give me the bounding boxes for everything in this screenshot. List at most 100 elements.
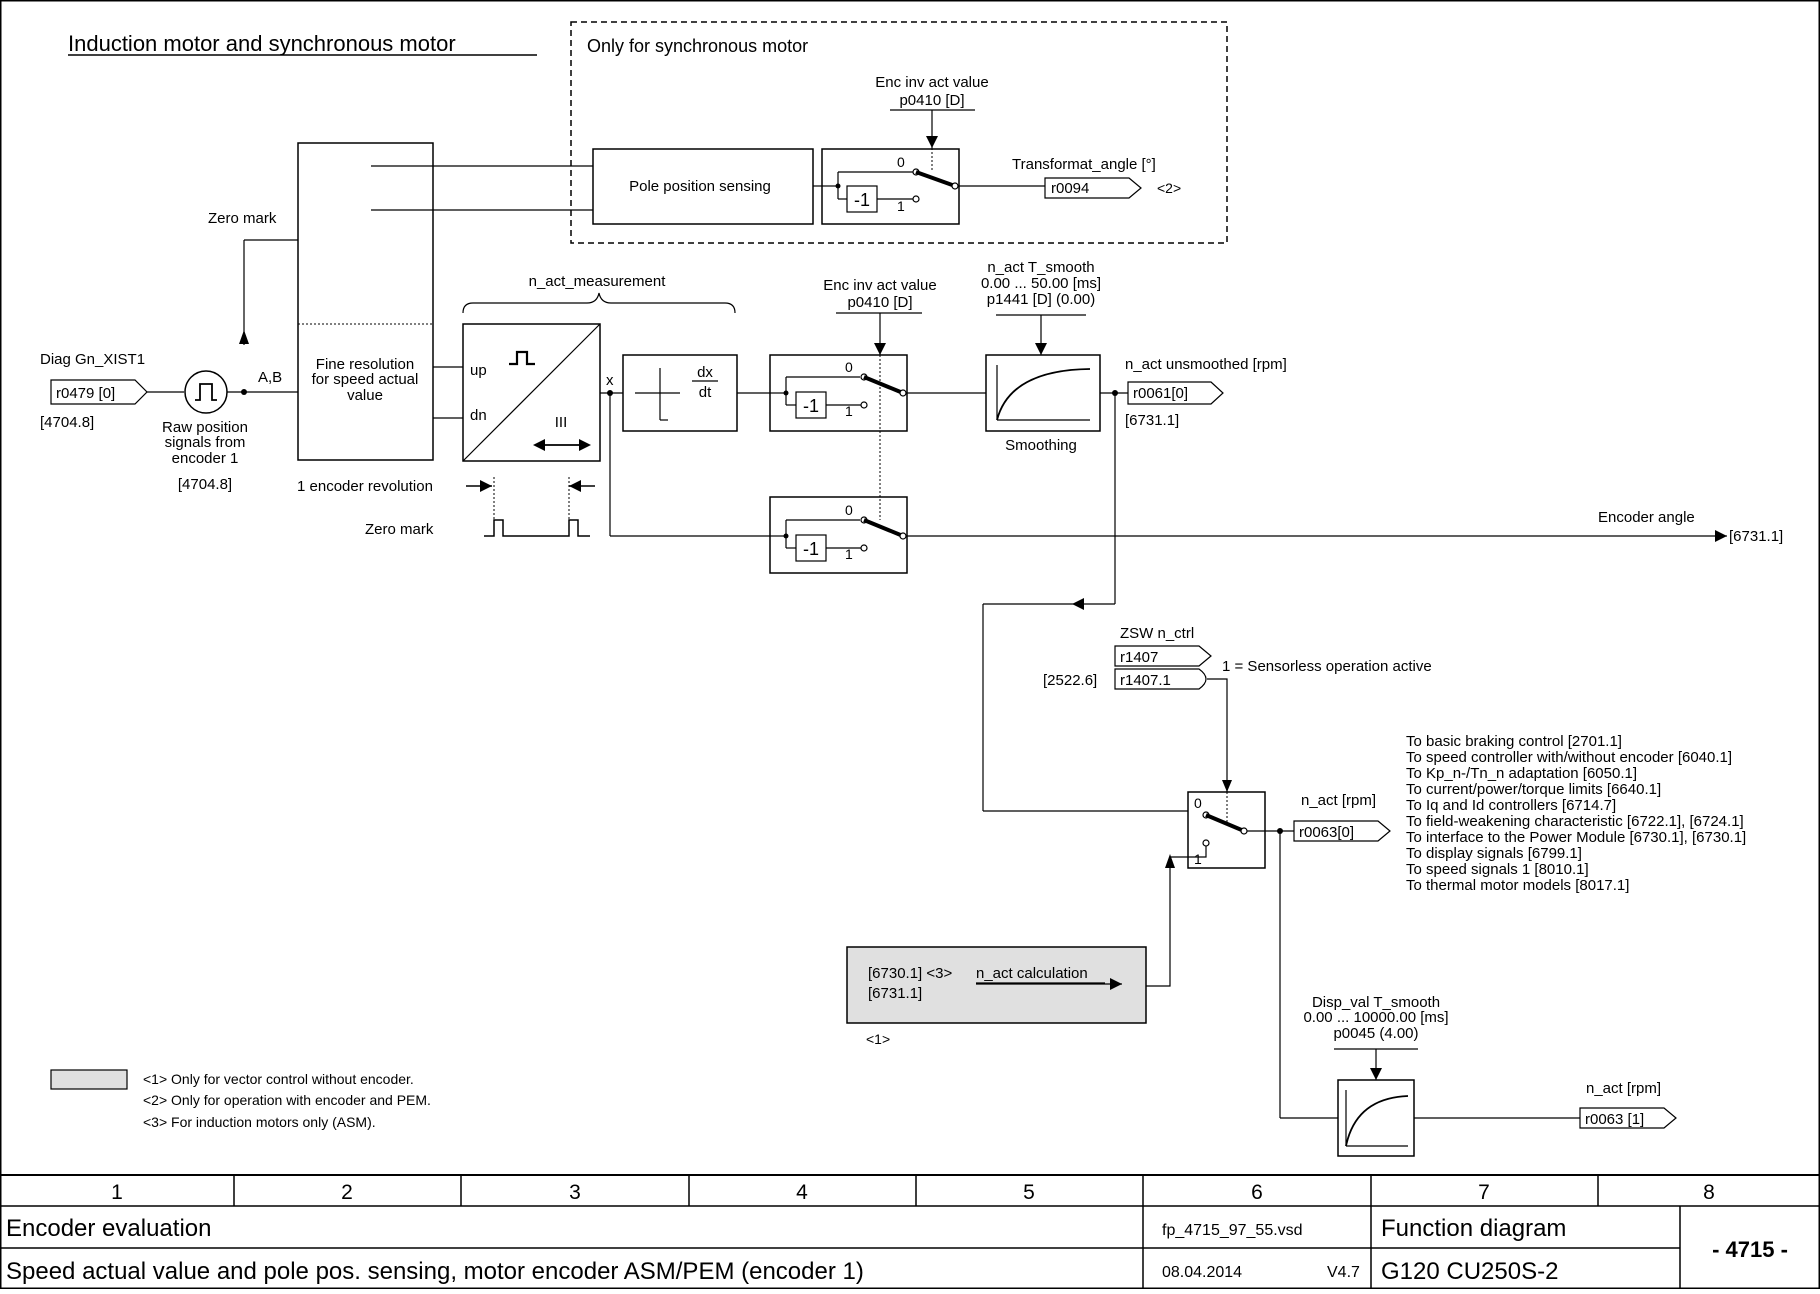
targets-list: To basic braking control [2701.1] To spe… <box>1406 733 1746 894</box>
target-item: To interface to the Power Module [6730.1… <box>1406 829 1746 846</box>
col-4: 4 <box>796 1181 808 1204</box>
fine-res-line2: for speed actual <box>312 371 419 388</box>
dt-label: dt <box>699 384 712 401</box>
footer-version: V4.7 <box>1327 1264 1360 1281</box>
target-item: To speed controller with/without encoder… <box>1406 749 1732 766</box>
target-item: To thermal motor models [8017.1] <box>1406 877 1629 894</box>
enc-inv-param-mid: p0410 [D] <box>847 294 912 311</box>
target-item: To display signals [6799.1] <box>1406 845 1582 862</box>
raw-pos-2: signals from <box>165 434 246 451</box>
pulse-signal-icon <box>184 370 228 414</box>
note-2-ref: <2> <box>1157 180 1181 196</box>
n-act-rpm-2-label: n_act [rpm] <box>1586 1080 1661 1097</box>
col-6: 6 <box>1251 1181 1263 1204</box>
target-item: To current/power/torque limits [6640.1] <box>1406 781 1661 798</box>
target-item: To speed signals 1 [8010.1] <box>1406 861 1589 878</box>
footer-title: Encoder evaluation <box>6 1215 211 1242</box>
t-smooth-param: p1441 [D] (0.00) <box>987 291 1095 308</box>
sensorless-label: 1 = Sensorless operation active <box>1222 658 1432 675</box>
encoder-angle-label: Encoder angle <box>1598 509 1695 526</box>
smoothing-label: Smoothing <box>1005 437 1077 454</box>
n-act-measurement-label: n_act_measurement <box>529 273 667 290</box>
col-2: 2 <box>341 1181 353 1204</box>
switch-mid-1: 1 <box>845 403 853 419</box>
footer-file: fp_4715_97_55.vsd <box>1162 1222 1303 1239</box>
switch-top-0: 0 <box>897 154 905 170</box>
r0094-label: r0094 <box>1051 180 1089 197</box>
col-7: 7 <box>1478 1181 1490 1204</box>
ref-4704-b: [4704.8] <box>178 476 232 493</box>
dx-label: dx <box>697 364 713 381</box>
zero-mark-label: Zero mark <box>208 210 277 227</box>
disp-range: 0.00 ... 10000.00 [ms] <box>1303 1009 1448 1026</box>
note-2: <2> Only for operation with encoder and … <box>143 1092 431 1108</box>
ab-label: A,B <box>258 369 282 386</box>
dn-label: dn <box>470 407 487 424</box>
measurement-brace <box>462 292 736 314</box>
inverting-switch-lower: -1 0 1 <box>769 496 908 574</box>
footer-device: G120 CU250S-2 <box>1381 1258 1558 1285</box>
display-smoothing-block <box>1337 1079 1415 1157</box>
zero-mark-2-label: Zero mark <box>365 521 434 538</box>
inverting-switch-middle: -1 0 1 <box>769 354 908 432</box>
target-item: To Kp_n-/Tn_n adaptation [6050.1] <box>1406 765 1637 782</box>
footer-table: 1 2 3 4 5 6 7 8 Encoder evaluation Speed… <box>0 1174 1820 1289</box>
r1407-connector <box>1114 645 1212 667</box>
target-item: To field-weakening characteristic [6722.… <box>1406 813 1744 830</box>
selector-0: 0 <box>1194 795 1202 811</box>
n-act-unsmoothed-label: n_act unsmoothed [rpm] <box>1125 356 1287 373</box>
zsw-n-ctrl-label: ZSW n_ctrl <box>1120 625 1194 642</box>
enc-inv-param-top: p0410 [D] <box>899 92 964 109</box>
footer-date: 08.04.2014 <box>1162 1264 1242 1281</box>
switch-mid-0: 0 <box>845 359 853 375</box>
legend-swatch <box>50 1069 128 1090</box>
raw-pos-3: encoder 1 <box>172 450 239 467</box>
r0094-connector <box>1044 177 1142 199</box>
pulse-icon <box>509 350 535 366</box>
inverting-switch-top: -1 0 1 <box>821 148 960 225</box>
r1407-label: r1407 <box>1120 649 1158 666</box>
r0063-1-label: r0063 [1] <box>1585 1111 1644 1128</box>
r0479-connector <box>50 379 148 405</box>
r0061-label: r0061[0] <box>1133 385 1188 402</box>
inverter-low-label: -1 <box>803 539 819 559</box>
inverter-mid-label: -1 <box>803 396 819 416</box>
col-3: 3 <box>569 1181 581 1204</box>
switch-low-1: 1 <box>845 546 853 562</box>
switch-top-1: 1 <box>897 198 905 214</box>
r0479-label: r0479 [0] <box>56 385 115 402</box>
r0063-0-connector <box>1293 820 1391 842</box>
transformat-angle-label: Transformat_angle [°] <box>1012 156 1156 173</box>
col-5: 5 <box>1023 1181 1035 1204</box>
r0063-0-label: r0063[0] <box>1299 824 1354 841</box>
note-1-ref: <1> <box>866 1031 890 1047</box>
selector-1: 1 <box>1194 851 1202 867</box>
enc-inv-label-mid: Enc inv act value <box>823 277 936 294</box>
fine-res-line3: value <box>347 387 383 404</box>
target-item: To Iq and Id controllers [6714.7] <box>1406 797 1616 814</box>
ref-6731-a: [6731.1] <box>1125 412 1179 429</box>
sync-motor-region <box>570 21 1228 244</box>
n-act-calculation-block <box>846 946 1147 1024</box>
triple-bar-label: III <box>555 414 568 431</box>
encoder-revolution-label: 1 encoder revolution <box>297 478 433 495</box>
zero-mark-pulse <box>484 519 590 537</box>
ref-2522: [2522.6] <box>1043 672 1097 689</box>
fine-resolution-block <box>297 142 434 461</box>
calc-label: n_act calculation <box>976 965 1088 982</box>
r0061-connector <box>1127 381 1224 405</box>
t-smooth-label: n_act T_smooth <box>987 259 1094 276</box>
note-3: <3> For induction motors only (ASM). <box>143 1114 376 1130</box>
t-smooth-range: 0.00 ... 50.00 [ms] <box>981 275 1101 292</box>
r1407-1-connector <box>1114 668 1207 690</box>
section-title: Induction motor and synchronous motor <box>68 31 456 56</box>
note-1: <1> Only for vector control without enco… <box>143 1071 414 1087</box>
raw-pos-1: Raw position <box>162 419 248 436</box>
fine-res-line1: Fine resolution <box>316 356 414 373</box>
up-label: up <box>470 362 487 379</box>
ref-6731-b: [6731.1] <box>1729 528 1783 545</box>
enc-inv-label-top: Enc inv act value <box>875 74 988 91</box>
n-act-rpm-1-label: n_act [rpm] <box>1301 792 1376 809</box>
switch-low-0: 0 <box>845 502 853 518</box>
col-8: 8 <box>1703 1181 1715 1204</box>
